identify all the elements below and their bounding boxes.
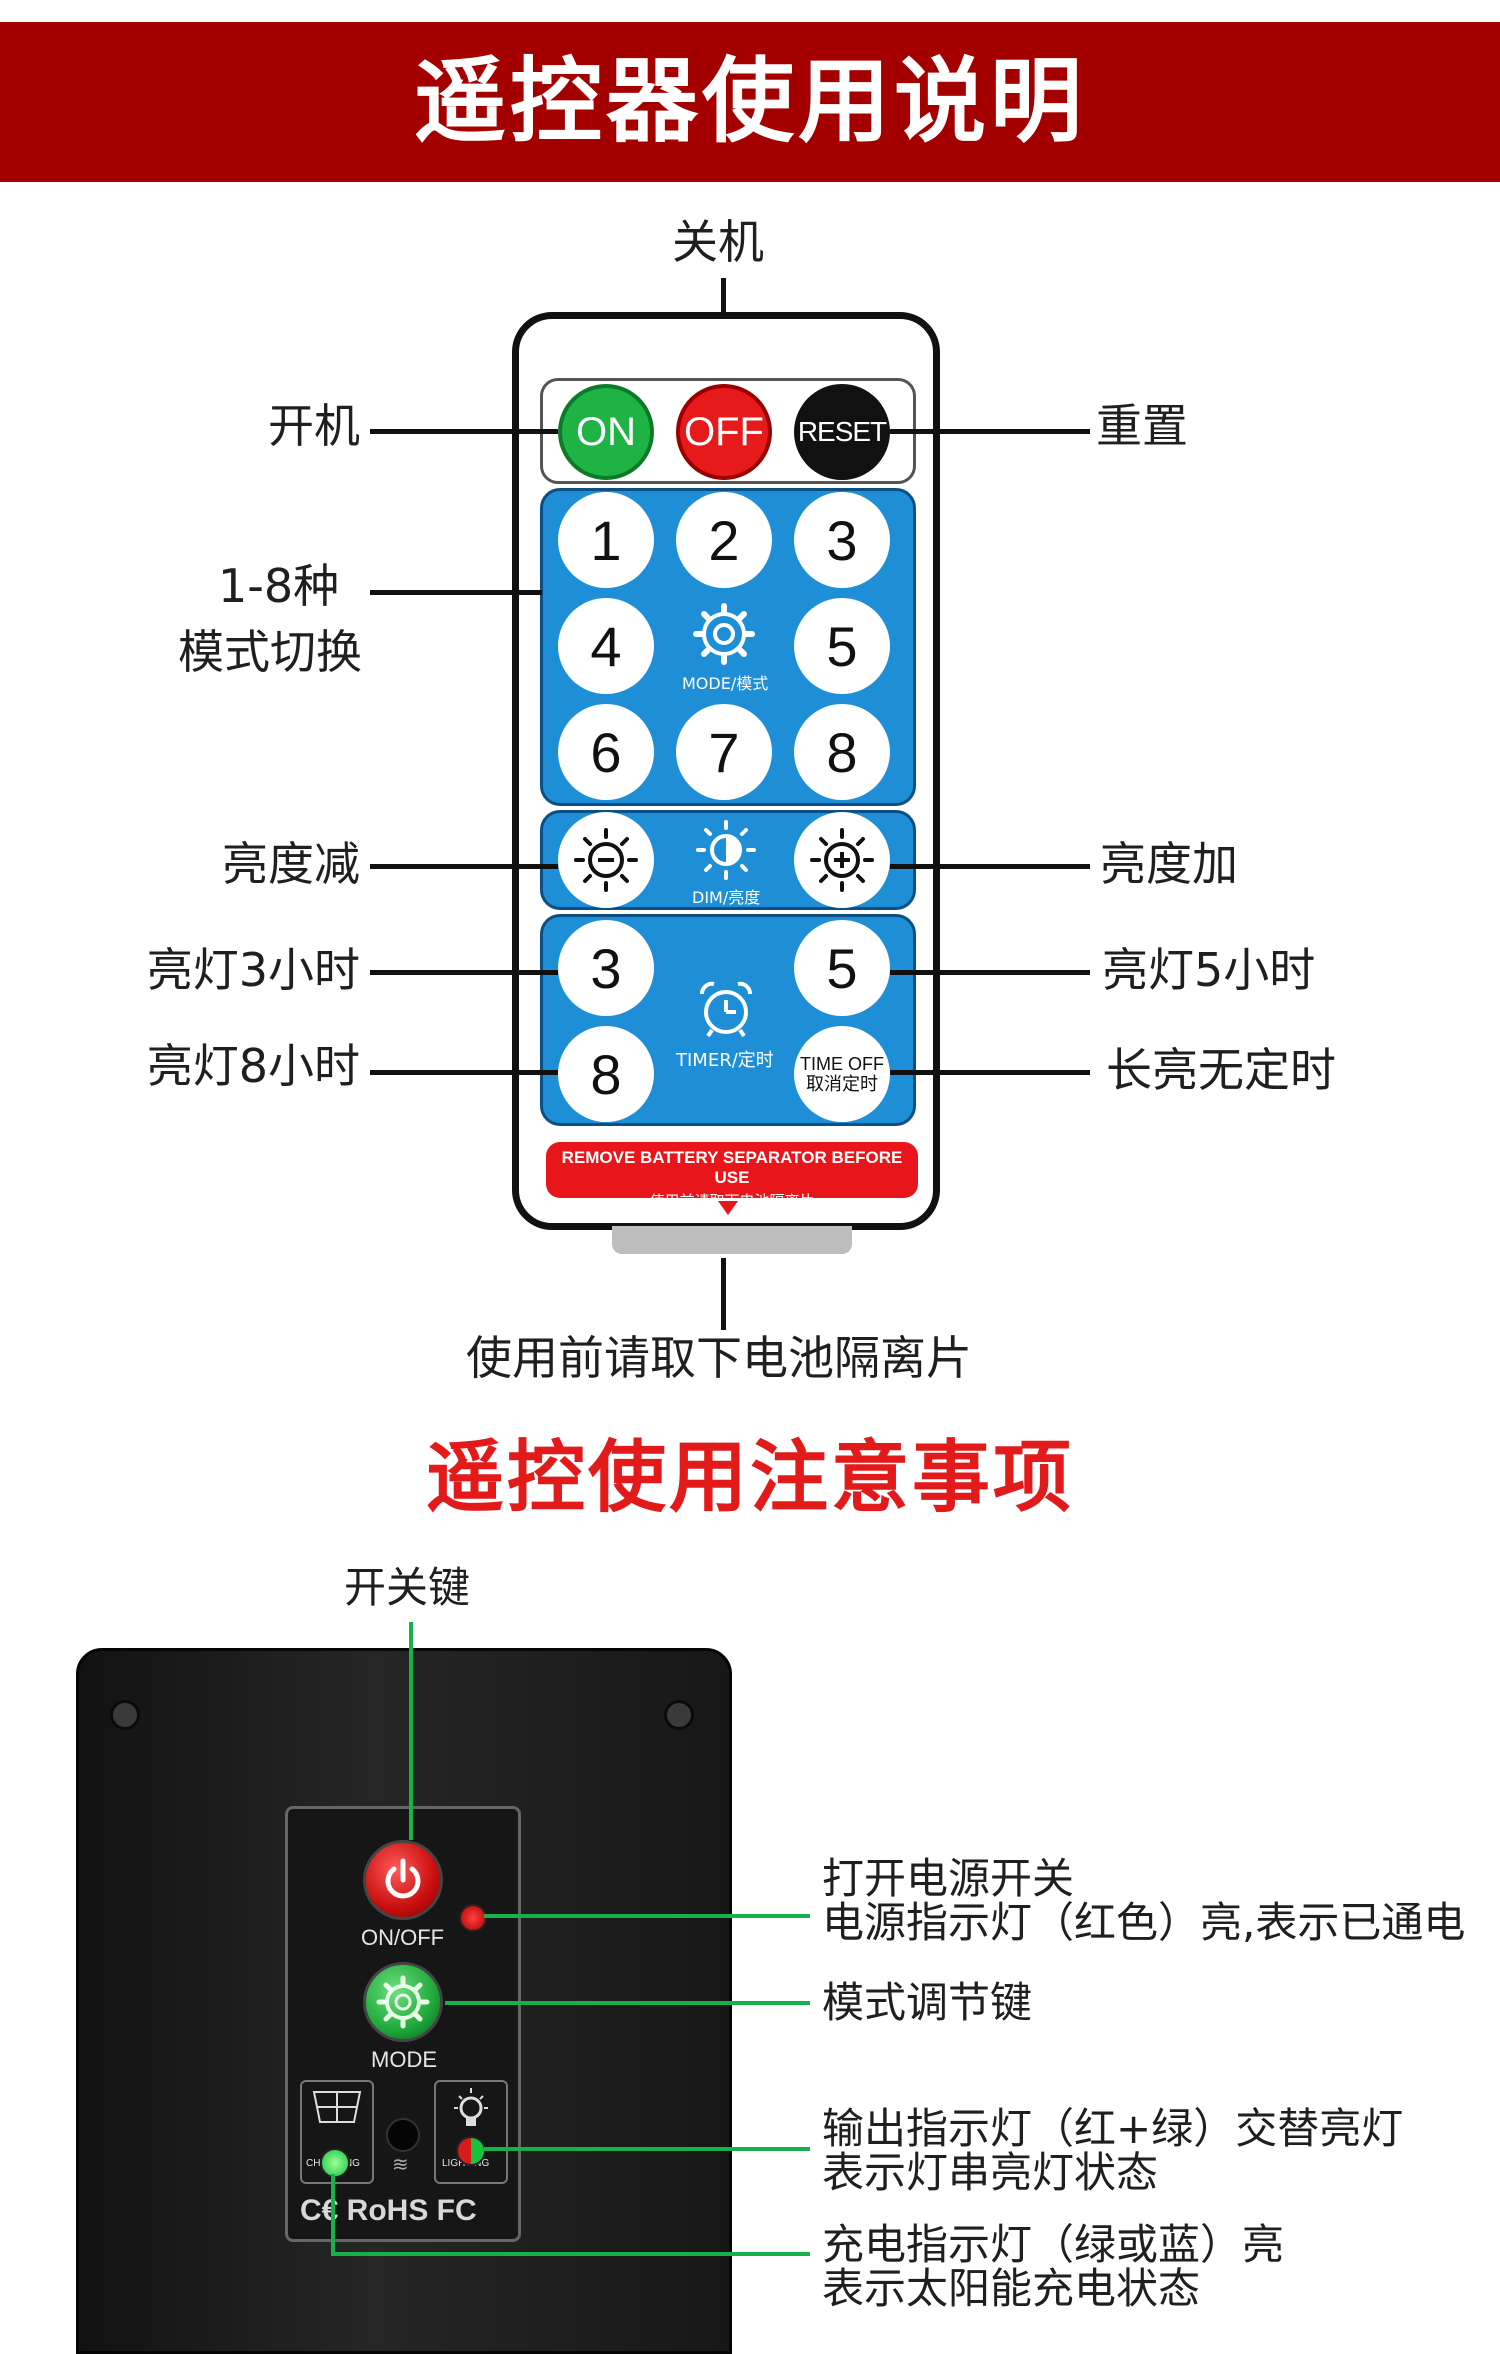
battery-warning-en: REMOVE BATTERY SEPARATOR BEFORE USE: [561, 1148, 903, 1187]
leader-charge-led-h: [331, 2252, 810, 2256]
timer-5h-button[interactable]: 5: [794, 920, 890, 1016]
callout-mode-line1: 1-8种: [218, 559, 340, 613]
on-button[interactable]: ON: [558, 384, 654, 480]
battery-separator-tab[interactable]: [612, 1226, 852, 1254]
callout-dim-up: 亮度加: [1100, 837, 1238, 891]
dim-caption: DIM/亮度: [692, 888, 761, 907]
callout-on: 开机: [268, 399, 360, 453]
leader-reset: [890, 429, 1090, 434]
mode-8-button[interactable]: 8: [794, 704, 890, 800]
mode-caption: MODE/模式: [682, 674, 769, 693]
leader-dim-up: [890, 864, 1090, 869]
mode-label: MODE: [371, 2047, 437, 2072]
leader-separator: [721, 1258, 726, 1330]
lighting-indicator: LIGHTING: [434, 2080, 508, 2184]
mode-6-button[interactable]: 6: [558, 704, 654, 800]
callout-timer-8h: 亮灯8小时: [146, 1039, 360, 1093]
brightness-down-icon: [574, 828, 638, 892]
screw: [110, 1700, 140, 1730]
dim-up-button[interactable]: [794, 812, 890, 908]
power-led-line2: 电源指示灯（红色）亮,表示已通电: [822, 1898, 1466, 1947]
output-indicator-led: [456, 2136, 486, 2166]
callout-timer-5h: 亮灯5小时: [1102, 943, 1316, 997]
leader-timer-off: [890, 1070, 1090, 1075]
leader-output-led: [484, 2147, 810, 2151]
leader-mode-key: [445, 2001, 810, 2005]
certification-marks: C€ RoHS FC: [300, 2194, 477, 2227]
callout-separator: 使用前请取下电池隔离片: [466, 1331, 972, 1385]
leader-timer-3h: [370, 970, 558, 975]
power-key-label: 开关键: [344, 1563, 471, 1612]
alarm-clock-icon: [694, 976, 758, 1040]
leader-power-led: [484, 1914, 810, 1918]
wifi-icon: ≋: [392, 2152, 409, 2176]
callout-dim-down: 亮度减: [222, 837, 360, 891]
off-button[interactable]: OFF: [676, 384, 772, 480]
light-sensor: [386, 2118, 420, 2152]
mode-3-button[interactable]: 3: [794, 492, 890, 588]
mode-1-button[interactable]: 1: [558, 492, 654, 588]
reset-button[interactable]: RESET: [794, 384, 890, 480]
mode-2-button[interactable]: 2: [676, 492, 772, 588]
timer-off-label-en: TIME OFF: [800, 1054, 884, 1074]
power-icon: [385, 1858, 421, 1899]
leader-on: [370, 429, 558, 434]
battery-warning: REMOVE BATTERY SEPARATOR BEFORE USE 使用前请…: [546, 1142, 918, 1210]
timer-off-button[interactable]: TIME OFF 取消定时: [794, 1026, 890, 1122]
leader-timer-8h: [370, 1070, 558, 1075]
charging-indicator-led: [320, 2148, 350, 2178]
gear-icon: [376, 1975, 430, 2029]
power-indicator-led: [459, 1904, 487, 1932]
dim-down-button[interactable]: [558, 812, 654, 908]
leader-mode: [370, 590, 542, 595]
mode-key-label: 模式调节键: [822, 1978, 1033, 2027]
onoff-button[interactable]: [363, 1840, 443, 1920]
onoff-label: ON/OFF: [361, 1925, 445, 1950]
callout-off: 关机: [672, 215, 764, 269]
mode-4-button[interactable]: 4: [558, 598, 654, 694]
leader-power-key: [409, 1622, 413, 1840]
page-title: 遥控器使用说明: [0, 22, 1500, 182]
output-led-line1: 输出指示灯（红+绿）交替亮灯: [822, 2104, 1404, 2153]
leader-charge-led-v: [331, 2174, 335, 2256]
brightness-icon: [694, 818, 758, 882]
timer-8h-button[interactable]: 8: [558, 1026, 654, 1122]
callout-timer-off: 长亮无定时: [1106, 1043, 1336, 1097]
callout-reset: 重置: [1096, 399, 1188, 453]
brightness-up-icon: [810, 828, 874, 892]
callout-mode-line2: 模式切换: [178, 625, 362, 679]
charge-led-line2: 表示太阳能充电状态: [822, 2264, 1201, 2313]
arrow-down-icon: [718, 1201, 738, 1215]
output-led-line2: 表示灯串亮灯状态: [822, 2148, 1159, 2197]
mode-7-button[interactable]: 7: [676, 704, 772, 800]
mode-5-button[interactable]: 5: [794, 598, 890, 694]
notes-title: 遥控使用注意事项: [425, 1433, 1074, 1523]
bulb-icon: [454, 2088, 488, 2126]
callout-timer-3h: 亮灯3小时: [146, 943, 360, 997]
leader-dim-down: [370, 864, 558, 869]
charge-led-line1: 充电指示灯（绿或蓝）亮: [822, 2220, 1285, 2269]
mode-key-button[interactable]: [363, 1962, 443, 2042]
solar-panel-icon: [312, 2091, 362, 2123]
leader-timer-5h: [890, 970, 1090, 975]
timer-3h-button[interactable]: 3: [558, 920, 654, 1016]
power-led-line1: 打开电源开关: [822, 1854, 1075, 1903]
screw: [664, 1700, 694, 1730]
gear-icon: [690, 600, 758, 668]
timer-off-label-cn: 取消定时: [806, 1074, 878, 1094]
timer-caption: TIMER/定时: [676, 1050, 774, 1071]
